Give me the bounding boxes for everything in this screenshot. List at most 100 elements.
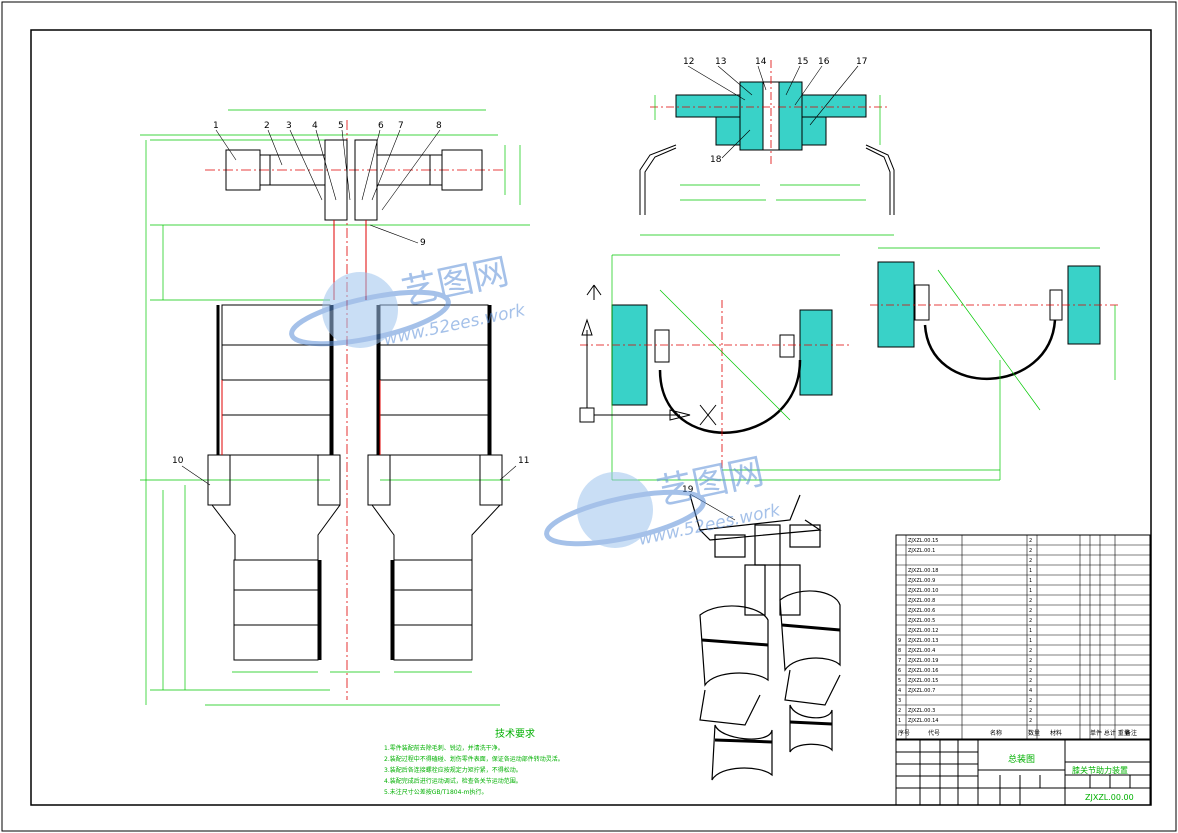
callout-9: 9 <box>420 238 426 248</box>
bom-cell: 2 <box>1029 558 1032 564</box>
bom-cell: ZJXZL.00.14 <box>908 718 938 724</box>
watermark-brand: 艺图网 <box>398 251 512 314</box>
tech-requirement-line: 5.未注尺寸公差按GB/T1804-m执行。 <box>384 788 487 796</box>
title-block <box>895 739 1151 806</box>
bom-header: 序号 <box>898 729 910 737</box>
bom-cell: ZJXZL.00.13 <box>908 638 938 644</box>
bom-cell: 1 <box>898 718 901 724</box>
tech-requirement-line: 1.零件装配前去除毛刺、锐边，并清洗干净。 <box>384 744 504 752</box>
top-section-callouts: 12 13 14 15 16 17 18 <box>683 57 867 165</box>
bom-cell: 1 <box>1029 628 1032 634</box>
bom-cell: ZJXZL.00.5 <box>908 618 935 624</box>
callout-12: 12 <box>683 57 694 67</box>
bom-cell: ZJXZL.00.12 <box>908 628 938 634</box>
callout-10: 10 <box>172 456 184 466</box>
callout-7: 7 <box>398 121 404 131</box>
bom-cell: 2 <box>1029 708 1032 714</box>
bom-cell: 1 <box>1029 588 1032 594</box>
callout-17: 17 <box>856 57 867 67</box>
callout-16: 16 <box>818 57 830 67</box>
callout-14: 14 <box>755 57 767 67</box>
tech-requirements-heading: 技术要求 <box>495 727 535 740</box>
side-view-left <box>579 254 1000 481</box>
watermark-logo: 艺图网 www.52ees.work <box>289 251 528 350</box>
bom-header: 数量 <box>1028 729 1040 737</box>
bom-cell: 2 <box>898 708 901 714</box>
watermark-site: www.52ees.work <box>382 300 528 350</box>
front-view-shank-straps <box>233 559 473 661</box>
bom-cell: 2 <box>1029 648 1032 654</box>
bom-cell: ZJXZL.00.7 <box>908 688 935 694</box>
bom-cell: ZJXZL.00.15 <box>908 538 938 544</box>
callout-5: 5 <box>338 121 344 131</box>
side-view-right <box>870 247 1120 480</box>
tech-requirement-line: 4.装配完成后进行运动调试，检查各关节运动范围。 <box>384 777 522 785</box>
bom-cell: 2 <box>1029 598 1032 604</box>
bom-cell: ZJXZL.00.15 <box>908 678 938 684</box>
front-view-callouts: 1 2 3 4 5 6 7 8 9 10 11 <box>172 121 529 466</box>
bom-cell: 6 <box>898 668 901 674</box>
bom-cell: ZJXZL.00.1 <box>908 548 935 554</box>
bom-cell: ZJXZL.00.16 <box>908 668 938 674</box>
bom-cell: ZJXZL.00.3 <box>908 708 935 714</box>
bom-cell: 1 <box>1029 638 1032 644</box>
bom-cell: 2 <box>1029 698 1032 704</box>
bom-header: 代号 <box>928 729 940 737</box>
top-section-view <box>639 60 895 236</box>
watermark-logo: 艺图网 www.52ees.work <box>544 451 783 550</box>
bom-cell: 3 <box>898 698 901 704</box>
bom-cell: 2 <box>1029 538 1032 544</box>
callout-11: 11 <box>518 456 529 466</box>
bom-cell: 7 <box>898 658 901 664</box>
bom-header: 单件 总计 重量 <box>1090 729 1130 737</box>
front-view-dimensions <box>140 109 530 706</box>
bom-cell: 4 <box>1029 688 1032 694</box>
bom-cell: ZJXZL.00.9 <box>908 578 935 584</box>
callout-3: 3 <box>286 121 292 131</box>
bom-cell: ZJXZL.00.19 <box>908 658 938 664</box>
bom-cell: 8 <box>898 648 901 654</box>
bom-cell: 2 <box>1029 548 1032 554</box>
bom-cell: 9 <box>898 638 901 644</box>
bom-cell: 2 <box>1029 608 1032 614</box>
bom-cell: ZJXZL.00.4 <box>908 648 935 654</box>
callout-19: 19 <box>682 485 694 495</box>
bom-cell: ZJXZL.00.6 <box>908 608 935 614</box>
bom-cell: 2 <box>1029 678 1032 684</box>
bom-cell: ZJXZL.00.18 <box>908 568 938 574</box>
callout-6: 6 <box>378 121 384 131</box>
bom-cell: 4 <box>898 688 901 694</box>
tech-requirement-line: 2.装配过程中不得磕碰、划伤零件表面，保证各运动部件转动灵活。 <box>384 755 564 763</box>
bom-cell: 1 <box>1029 568 1032 574</box>
bom-cell: 1 <box>1029 578 1032 584</box>
callout-13: 13 <box>715 57 726 67</box>
bom-cell: 2 <box>1029 658 1032 664</box>
bom-cell: 2 <box>1029 668 1032 674</box>
top-section-leaders <box>687 65 859 159</box>
callout-18: 18 <box>710 155 722 165</box>
bom-cell: ZJXZL.00.8 <box>908 598 935 604</box>
bom-header: 备注 <box>1125 729 1137 737</box>
title-block-drawing-type: 总装图 <box>1008 753 1035 765</box>
bom-frame <box>895 534 1151 740</box>
bom-header: 材料 <box>1050 729 1062 737</box>
bom-cell: ZJXZL.00.10 <box>908 588 938 594</box>
callout-1: 1 <box>213 121 219 131</box>
sheet-inner-border <box>30 29 1152 806</box>
callout-15: 15 <box>797 57 808 67</box>
bom-cell: 5 <box>898 678 901 684</box>
bom-cell: 2 <box>1029 718 1032 724</box>
tech-requirement-line: 3.装配后各连接螺栓应按规定力矩拧紧，不得松动。 <box>384 766 522 774</box>
callout-8: 8 <box>436 121 442 131</box>
bom-cell: 2 <box>1029 618 1032 624</box>
isometric-view <box>689 494 841 781</box>
callout-4: 4 <box>312 121 318 131</box>
tech-requirements: 技术要求 1.零件装配前去除毛刺、锐边，并清洗干净。 2.装配过程中不得磕碰、划… <box>384 727 564 796</box>
watermark-brand: 艺图网 <box>653 451 767 514</box>
bom-header: 名称 <box>990 729 1002 737</box>
callout-2: 2 <box>264 121 270 131</box>
title-block-drawing-number: ZJXZL.00.00 <box>1085 793 1134 802</box>
